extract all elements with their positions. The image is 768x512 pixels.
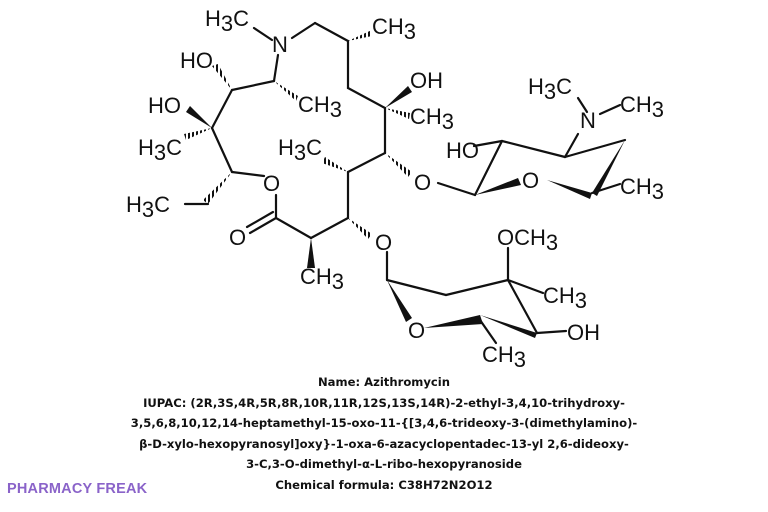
- label-cladinose-och3: OCH3: [497, 225, 558, 255]
- label-cladinose-ring-o: O: [408, 318, 425, 343]
- label-cladinose-ch3-b: CH3: [482, 342, 526, 370]
- label-ho-left: HO: [148, 93, 181, 118]
- iupac-line-1: IUPAC: (2R,3S,4R,5R,8R,10R,11R,12S,13S,1…: [143, 395, 625, 410]
- desosamine-sugar-bonds: [436, 96, 627, 199]
- label-desosamine-ring-o: O: [522, 168, 539, 193]
- label-bottom-methyl: CH3: [300, 264, 344, 294]
- label-desosamine-ch3: CH3: [620, 174, 664, 204]
- label-c-methyl-left: H3C: [138, 135, 182, 165]
- label-desosamine-ho: HO: [446, 138, 479, 163]
- label-cladinose-ch3-a: CH3: [543, 283, 587, 313]
- label-n-adj-methyl: CH3: [298, 92, 342, 122]
- label-top-methyl: CH3: [372, 14, 416, 44]
- iupac-line-3: β-D-xylo-hexopyranosyl]oxy}-1-oxa-6-azac…: [139, 436, 629, 451]
- compound-name: Name: Azithromycin: [317, 375, 451, 389]
- label-o-cladinose-link: O: [375, 230, 392, 255]
- label-ho-top: HO: [180, 48, 213, 73]
- macrolide-ring-bonds: [183, 21, 387, 240]
- iupac-line-2: 3,5,6,8,10,12,14-heptamethyl-15-oxo-11-{…: [130, 416, 638, 430]
- label-cladinose-oh: OH: [567, 320, 600, 345]
- label-desosamine-n-me1: H3C: [528, 74, 572, 104]
- atom-labels: H3C N CH3 HO CH3 HO H3C H3C O O CH3 OH C…: [126, 6, 664, 370]
- label-ch3-right: CH3: [410, 104, 454, 134]
- caption-block: Name: Azithromycin IUPAC: (2R,3S,4R,5R,8…: [0, 372, 768, 495]
- label-desosamine-n-me2: CH3: [620, 92, 664, 122]
- label-h3c-mid: H3C: [278, 135, 322, 165]
- label-ring-n: N: [272, 32, 288, 57]
- label-ethyl: H3C: [126, 192, 170, 222]
- label-oh-right: OH: [410, 68, 443, 93]
- brand-logo: PHARMACY FREAK: [7, 481, 148, 497]
- label-carbonyl-o: O: [229, 225, 246, 250]
- label-ring-o: O: [263, 171, 280, 196]
- label-o-desosamine-link: O: [414, 170, 431, 195]
- label-desosamine-n: N: [580, 108, 596, 133]
- stereo-bonds: [184, 30, 412, 268]
- azithromycin-structure-diagram: H3C N CH3 HO CH3 HO H3C H3C O O CH3 OH C…: [126, 6, 664, 370]
- iupac-line-4: 3-C,3-O-dimethyl-α-L-ribo-hexopyranoside: [246, 457, 522, 471]
- label-n-methyl: H3C: [205, 6, 249, 36]
- chemical-formula: Chemical formula: C38H72N2O12: [275, 477, 493, 492]
- cladinose-sugar-bonds: [385, 246, 568, 345]
